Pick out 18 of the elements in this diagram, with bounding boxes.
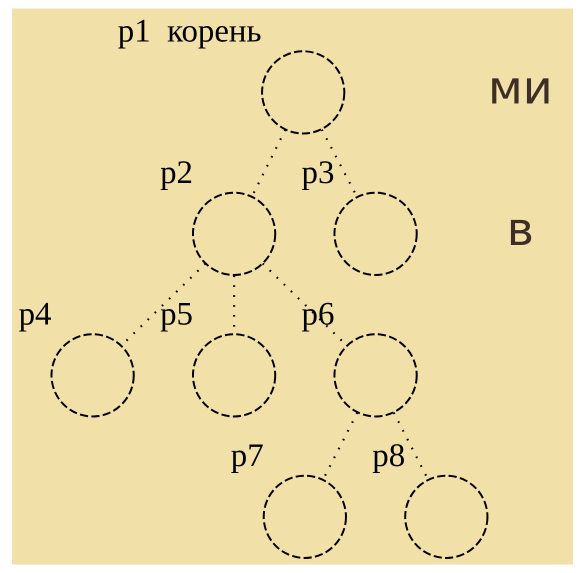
- node-circle: [50, 333, 135, 418]
- node-circle: [192, 333, 276, 418]
- node-label: p8: [372, 438, 406, 474]
- node-label: p6: [302, 296, 334, 332]
- node-label: p4: [18, 296, 52, 332]
- node-circle: [404, 474, 488, 559]
- node-label: p7: [230, 438, 264, 474]
- node-label: p2: [160, 154, 193, 191]
- node-circle: [262, 474, 347, 559]
- node-circle: [261, 50, 346, 134]
- node-circle: [333, 333, 418, 418]
- node-label: p3: [302, 154, 334, 191]
- node-label: p5: [160, 296, 193, 332]
- node-circle: [192, 192, 276, 276]
- node-circle: [333, 192, 418, 276]
- label: в: [506, 202, 534, 256]
- node-label: p1 корень: [118, 13, 262, 50]
- label: ми: [488, 60, 553, 115]
